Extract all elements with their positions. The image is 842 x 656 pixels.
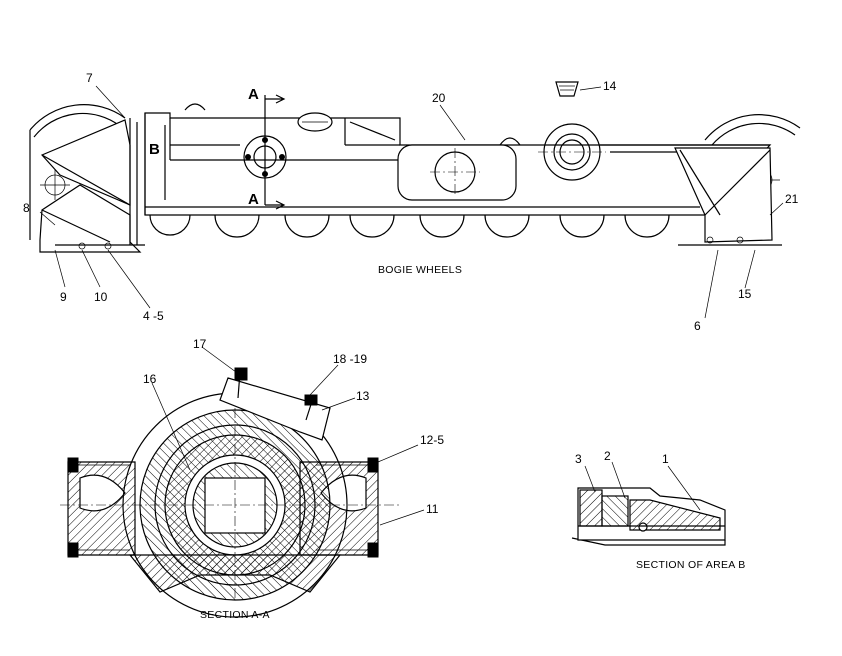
plug-14 [555,81,579,97]
callout-15: 15 [738,287,752,301]
callout-13: 13 [356,389,370,403]
callout-11: 11 [426,502,439,516]
section-mark-a-top: A [248,86,259,103]
caption-section-a-a: SECTION A-A [200,609,270,621]
callout-20: 20 [432,91,446,105]
callout-9: 9 [60,290,67,304]
area-mark-b: B [149,141,160,158]
caption-bogie-wheels: BOGIE WHEELS [378,264,462,276]
section-mark-a-bottom: A [248,191,259,208]
caption-section-area-b: SECTION OF AREA B [636,559,746,571]
callout-3: 3 [575,452,582,466]
callout-1: 1 [662,452,669,466]
front-guard [39,118,145,253]
bogie-wheels [149,214,670,238]
callout-16: 16 [143,372,157,386]
callout-6: 6 [694,319,701,333]
callout-12-5: 12-5 [420,433,444,447]
callout-8: 8 [23,201,30,215]
callout-14: 14 [603,79,617,93]
section-area-b-view [571,487,726,546]
callout-17: 17 [193,337,207,351]
callout-18-19: 18 -19 [333,352,367,366]
callout-7: 7 [86,71,93,85]
callout-4-5: 4 -5 [143,309,164,323]
leaders-top [39,85,784,319]
roller-frame-body [144,103,782,246]
leaders-section-a [151,346,425,526]
front-idler-wheel [29,104,126,240]
callout-10: 10 [94,290,108,304]
track-roller-frame-view [29,81,801,253]
section-a-a-view [60,367,400,618]
callout-21: 21 [785,192,799,206]
callout-2: 2 [604,449,611,463]
leaders-section-b [584,461,701,511]
